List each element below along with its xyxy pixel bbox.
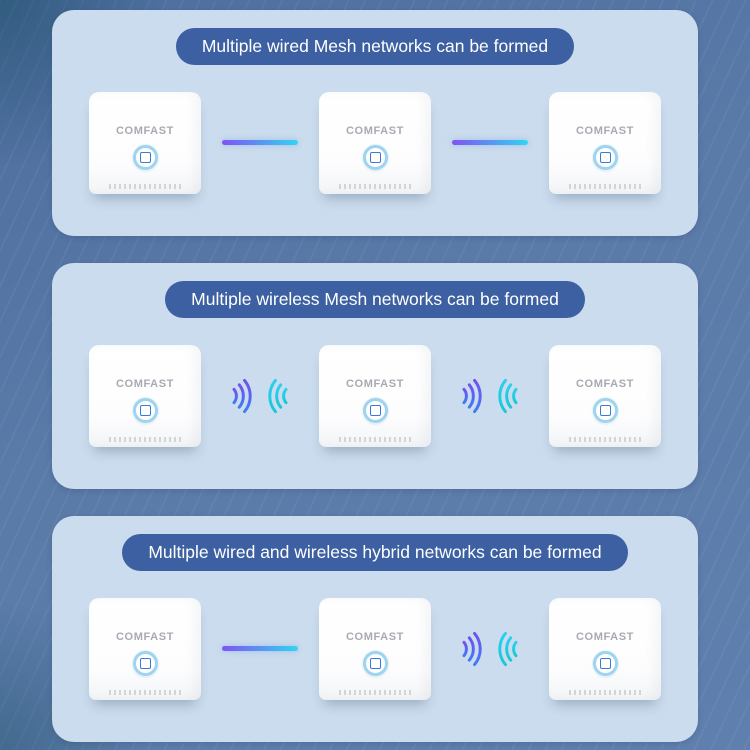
panel-title: Multiple wired and wireless hybrid netwo…: [122, 534, 628, 571]
router-device: COMFAST: [89, 91, 201, 194]
mesh-button-icon: [132, 650, 158, 676]
wifi-signal-right-icon: [498, 631, 518, 666]
wired-link: [201, 140, 319, 145]
wired-link: [431, 140, 549, 145]
mesh-button-icon: [132, 144, 158, 170]
mesh-button-glyph: [599, 657, 611, 669]
wifi-signal-left-icon: [232, 378, 252, 413]
mesh-button-glyph: [599, 151, 611, 163]
device-grille: [569, 436, 641, 442]
mesh-button-icon: [362, 650, 388, 676]
router-device: COMFAST: [319, 91, 431, 194]
ethernet-cable-icon: [222, 646, 298, 651]
brand-label: COMFAST: [116, 630, 174, 643]
mesh-button-glyph: [369, 151, 381, 163]
router-device: COMFAST: [549, 91, 661, 194]
device-grille: [339, 689, 411, 695]
wifi-signal-right-icon: [268, 378, 288, 413]
device-row: COMFAST COMFAST: [52, 571, 698, 742]
mesh-button-icon: [592, 650, 618, 676]
panel-title: Multiple wireless Mesh networks can be f…: [165, 281, 585, 318]
device-grille: [109, 436, 181, 442]
wireless-link: [431, 623, 549, 675]
router-device: COMFAST: [89, 597, 201, 700]
mesh-button-icon: [132, 397, 158, 423]
device-grille: [109, 183, 181, 189]
mesh-button-glyph: [369, 657, 381, 669]
mesh-button-glyph: [139, 404, 151, 416]
wifi-signal-left-icon: [462, 631, 482, 666]
device-grille: [109, 689, 181, 695]
device-row: COMFAST: [52, 318, 698, 489]
brand-label: COMFAST: [116, 377, 174, 390]
wireless-link: [431, 370, 549, 422]
device-grille: [569, 183, 641, 189]
brand-label: COMFAST: [576, 630, 634, 643]
router-device: COMFAST: [319, 344, 431, 447]
brand-label: COMFAST: [576, 124, 634, 137]
mesh-button-icon: [362, 397, 388, 423]
mesh-button-icon: [362, 144, 388, 170]
wifi-signal-right-icon: [498, 378, 518, 413]
brand-label: COMFAST: [346, 630, 404, 643]
mesh-button-icon: [592, 397, 618, 423]
brand-label: COMFAST: [576, 377, 634, 390]
mesh-button-glyph: [139, 151, 151, 163]
wired-link: [201, 646, 319, 651]
brand-label: COMFAST: [116, 124, 174, 137]
mesh-button-glyph: [369, 404, 381, 416]
mesh-button-glyph: [139, 657, 151, 669]
router-device: COMFAST: [549, 344, 661, 447]
brand-label: COMFAST: [346, 124, 404, 137]
panel-hybrid-mesh: Multiple wired and wireless hybrid netwo…: [52, 516, 698, 742]
mesh-button-icon: [592, 144, 618, 170]
router-device: COMFAST: [89, 344, 201, 447]
router-device: COMFAST: [319, 597, 431, 700]
router-device: COMFAST: [549, 597, 661, 700]
device-grille: [569, 689, 641, 695]
panel-wired-mesh: Multiple wired Mesh networks can be form…: [52, 10, 698, 236]
device-grille: [339, 183, 411, 189]
wifi-signal-left-icon: [462, 378, 482, 413]
mesh-button-glyph: [599, 404, 611, 416]
wireless-link: [201, 370, 319, 422]
device-row: COMFAST COMFAST COMFAST: [52, 65, 698, 236]
ethernet-cable-icon: [452, 140, 528, 145]
panel-title: Multiple wired Mesh networks can be form…: [175, 28, 575, 65]
brand-label: COMFAST: [346, 377, 404, 390]
ethernet-cable-icon: [222, 140, 298, 145]
panel-wireless-mesh: Multiple wireless Mesh networks can be f…: [52, 263, 698, 489]
device-grille: [339, 436, 411, 442]
